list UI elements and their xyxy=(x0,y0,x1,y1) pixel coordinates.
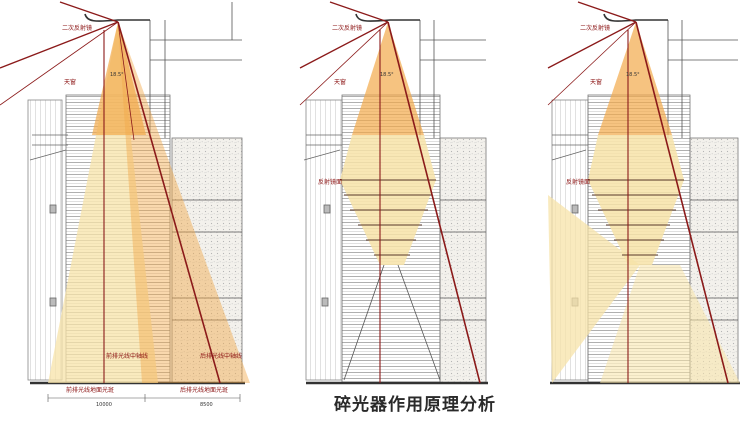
panel-front-back: 二次反射镜 天窗 18.5° 前排光线中轴线 后排光线中轴线 前排光线地面光斑 … xyxy=(0,1,250,408)
label-skylight: 天窗 xyxy=(334,78,346,86)
label-secondary-mirror: 二次反射镜 xyxy=(332,24,362,32)
label-back-spot: 后排光线地面光斑 xyxy=(180,386,228,394)
back-light-beam xyxy=(118,22,250,383)
panel-diffuser: 二次反射镜 天窗 18.5° 反射镜面 xyxy=(299,1,488,385)
label-front-spot: 前排光线地面光斑 xyxy=(66,386,114,394)
label-angle: 18.5° xyxy=(380,72,394,78)
label-diffuser-mirror: 反射镜面 xyxy=(566,178,590,186)
label-angle: 18.5° xyxy=(110,72,124,78)
spread-beam xyxy=(548,22,740,383)
label-diffuser-mirror: 反射镜面 xyxy=(318,178,342,186)
front-light-beam xyxy=(48,22,158,383)
label-secondary-mirror: 二次反射镜 xyxy=(62,24,92,32)
light-rays xyxy=(0,1,221,384)
diffuser-beam xyxy=(340,22,436,265)
light-rays xyxy=(547,1,729,384)
dimension-back: 8500 xyxy=(200,402,213,408)
label-angle: 18.5° xyxy=(626,72,640,78)
diffuser-mirror-plates xyxy=(588,179,684,256)
label-skylight: 天窗 xyxy=(590,78,602,86)
label-back-axis: 后排光线中轴线 xyxy=(200,352,242,360)
diffuser-mirror-plates xyxy=(340,179,436,256)
label-skylight: 天窗 xyxy=(64,78,76,86)
label-secondary-mirror: 二次反射镜 xyxy=(580,24,610,32)
dimension-front: 10000 xyxy=(96,402,112,408)
figure-caption: 碎光器作用原理分析 xyxy=(334,394,496,415)
light-rays xyxy=(299,1,481,384)
label-front-axis: 前排光线中轴线 xyxy=(106,352,148,360)
panel-diffuser-spread: 二次反射镜 天窗 18.5° 反射镜面 xyxy=(547,1,740,385)
